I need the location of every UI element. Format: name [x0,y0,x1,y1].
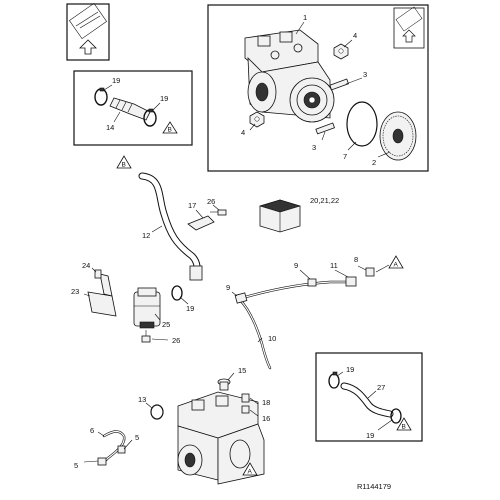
callout-26-lower: 26 [172,336,180,345]
callout-20-21-22: 20,21,22 [310,196,339,205]
hose-fitting [189,265,203,281]
callout-6: 6 [90,426,94,435]
hose-clamp-right [143,108,157,127]
callout-24: 24 [82,261,90,270]
arrow-up-icon-right [402,29,416,43]
callout-4-upper: 4 [353,31,357,40]
callout-9-left: 9 [226,283,230,292]
svg-text:A: A [248,469,253,476]
parts-kit: 20,21,22 [258,196,339,233]
callout-16: 16 [262,414,270,423]
callout-5-left: 5 [74,461,78,470]
clamp-19-lower [390,408,402,424]
air-compressor [244,29,335,123]
bracket [87,273,117,317]
callout-12: 12 [142,231,150,240]
hose-clip [187,215,215,231]
callout-27: 27 [377,383,385,392]
orientation-inset-right [393,6,425,49]
ref-marker-a-mid: A [388,255,404,269]
hose-assembly: B 17 26 12 [116,155,227,281]
fitting-16-18 [241,393,250,414]
drawing-reference: R1144179 [357,482,391,491]
arrow-up-icon [79,39,97,55]
lower-compressor [177,391,265,485]
clamp-19-upper [328,371,340,389]
fitting-9-left [234,292,248,304]
hose-clamp-left [94,87,108,106]
lower-compressor-assembly: A 15 13 18 16 6 5 5 [74,366,270,485]
callout-19-inset-left: 19 [112,76,120,85]
callout-19-inset-lower: 19 [366,431,374,440]
nut-upper [333,43,349,60]
ref-marker-b-top: B [116,155,132,169]
callout-11: 11 [330,261,338,270]
orientation-inset-left [66,2,110,61]
valve-body [133,287,161,329]
callout-19-inset-right: 19 [160,94,168,103]
callout-8: 8 [354,255,358,264]
callout-3-lower: 3 [312,143,316,152]
bolt-24 [94,269,102,279]
callout-18: 18 [262,398,270,407]
fitting-11 [345,276,357,287]
drive-gear [379,111,417,161]
callout-5-right: 5 [135,433,139,442]
ref-marker-a-bottom: A [242,462,258,476]
bolt-26-lower [141,330,151,343]
callout-17: 17 [188,201,196,210]
callout-19-valve: 19 [186,304,194,313]
hose-inset-right: B 19 27 19 [315,352,423,442]
stud-upper [329,78,349,91]
pipe-assembly: A 9 9 11 8 10 [226,255,404,370]
fitting-8 [365,267,375,277]
callout-2: 2 [372,158,376,167]
washer-13 [150,404,164,420]
vehicle-orientation-icon [68,2,108,40]
hose-connector [109,97,151,121]
connector-inset: 19 14 19 B [73,70,193,146]
fitting-15 [217,378,231,391]
nut-lower [249,111,265,128]
o-ring [346,101,378,147]
svg-text:B: B [402,424,406,431]
svg-text:B: B [168,127,172,134]
valve-assembly: 24 23 25 26 19 [71,261,194,345]
callout-19-inset-upper: 19 [346,365,354,374]
svg-text:B: B [122,162,126,169]
fitting-9-right [307,278,317,287]
clamp-19-valve [171,285,183,301]
callout-10: 10 [268,334,276,343]
bolt-26-upper [210,209,227,216]
callout-9-right: 9 [294,261,298,270]
callout-7: 7 [343,152,347,161]
callout-14: 14 [106,123,114,132]
ref-marker-b-right: B [396,417,412,431]
callout-26-upper: 26 [207,197,215,206]
stud-lower [315,122,335,135]
svg-text:A: A [394,262,399,269]
callout-23: 23 [71,287,79,296]
callout-25: 25 [162,320,170,329]
callout-3-upper: 3 [363,70,367,79]
callout-4-lower: 4 [241,128,245,137]
callout-13: 13 [138,395,146,404]
compressor-frame: 1 4 3 4 3 7 2 [207,4,429,172]
pipe-6 [97,430,126,466]
ref-marker-b-inset: B [162,121,178,134]
callout-15: 15 [238,366,246,375]
callout-1: 1 [303,13,307,22]
